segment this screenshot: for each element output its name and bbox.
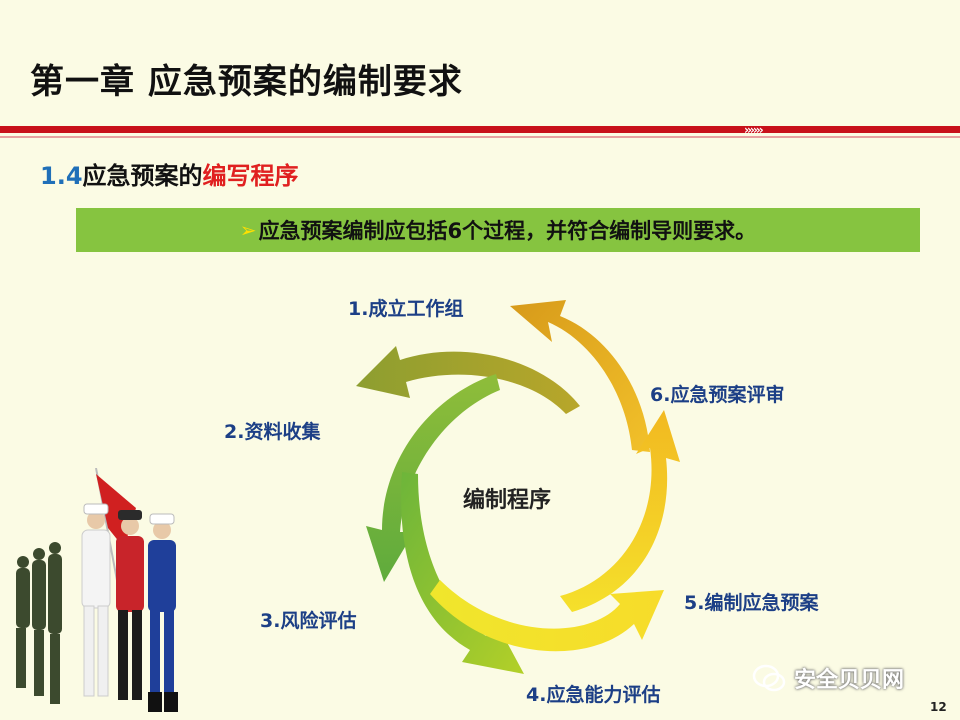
title-divider-thin <box>0 136 960 138</box>
cycle-arrow-2 <box>356 346 580 414</box>
section-subtitle: 1.4应急预案的编写程序 <box>40 156 299 191</box>
section-text: 应急预案的 <box>82 162 203 190</box>
cycle-arrow-4 <box>401 472 524 674</box>
step-label-6: 6.应急预案评审 <box>650 384 785 406</box>
step-label-4: 4.应急能力评估 <box>526 684 661 706</box>
watermark-text: 安全贝贝网 <box>794 668 905 693</box>
honor-guard-illustration <box>16 468 178 712</box>
step-label-1: 1.成立工作组 <box>348 298 464 320</box>
cycle-arrow-3 <box>366 374 500 582</box>
step-label-2: 2.资料收集 <box>224 421 321 443</box>
step-label-5: 5.编制应急预案 <box>684 592 819 614</box>
summary-text: 应急预案编制应包括6个过程，并符合编制导则要求。 <box>258 219 757 243</box>
cycle-arrow-6 <box>560 410 680 612</box>
page-title: 第一章 应急预案的编制要求 <box>30 62 463 102</box>
cycle-center-label: 编制程序 <box>463 488 552 513</box>
section-number: 1.4 <box>40 162 83 190</box>
step-label-3: 3.风险评估 <box>260 610 357 632</box>
watermark: 安全贝贝网 <box>752 662 904 694</box>
cycle-arrow-5 <box>430 580 664 652</box>
arrow-bullet-icon: ➢ <box>239 218 257 242</box>
page-number: 12 <box>930 700 947 714</box>
cycle-arrow-1 <box>510 300 650 452</box>
divider-chevrons-icon: ›››››› <box>744 123 764 137</box>
summary-banner: ➢ 应急预案编制应包括6个过程，并符合编制导则要求。 <box>76 208 920 252</box>
section-highlight: 编写程序 <box>202 162 299 190</box>
title-divider <box>0 126 960 133</box>
wechat-icon <box>752 664 786 692</box>
